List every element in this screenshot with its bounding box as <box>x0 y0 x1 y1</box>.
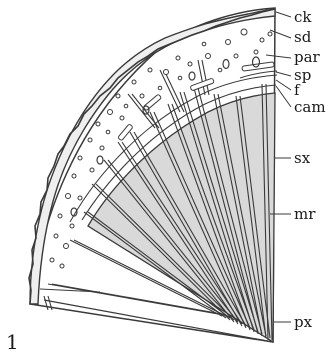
figure-number: 1 <box>6 330 19 354</box>
label-ck: ck <box>294 8 312 26</box>
label-sd: sd <box>294 28 312 46</box>
label-cam: cam <box>294 98 326 116</box>
label-par: par <box>294 48 321 66</box>
label-px: px <box>294 313 313 331</box>
label-mr: mr <box>294 205 316 223</box>
label-sx: sx <box>294 149 311 167</box>
